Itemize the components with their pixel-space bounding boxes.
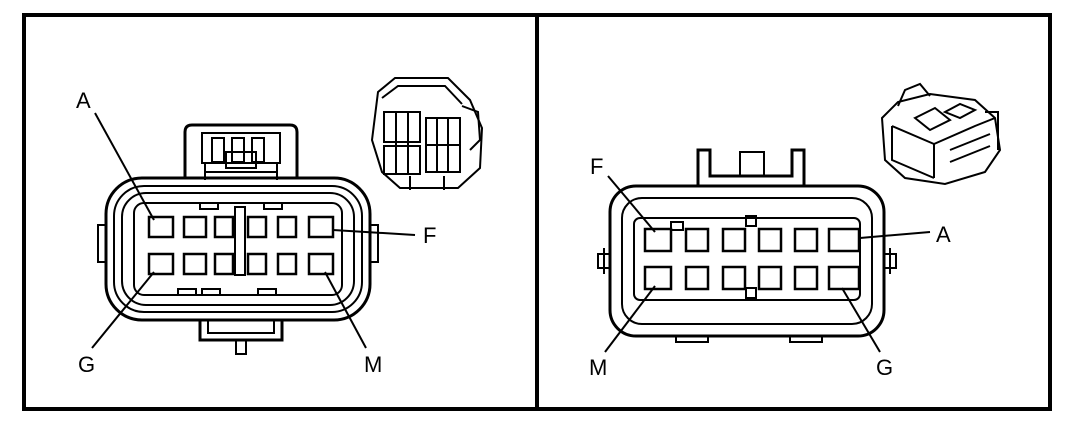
right-leader-lines	[604, 175, 931, 353]
left-label-m: M	[364, 352, 382, 377]
left-panel: A F G M	[76, 77, 484, 377]
connector-3d-component-side-icon	[880, 82, 1002, 186]
right-label-m: M	[589, 355, 607, 380]
left-label-g: G	[78, 352, 95, 377]
right-panel: F A M G	[589, 82, 1002, 380]
right-connector-face	[597, 148, 897, 343]
left-label-f: F	[423, 223, 436, 248]
right-label-f: F	[590, 154, 603, 179]
right-label-g: G	[876, 355, 893, 380]
connector-3d-harness-side-icon	[370, 77, 484, 190]
right-label-a: A	[936, 222, 951, 247]
left-leader-lines	[91, 112, 416, 349]
left-label-a: A	[76, 88, 91, 113]
left-connector-face	[97, 123, 379, 355]
